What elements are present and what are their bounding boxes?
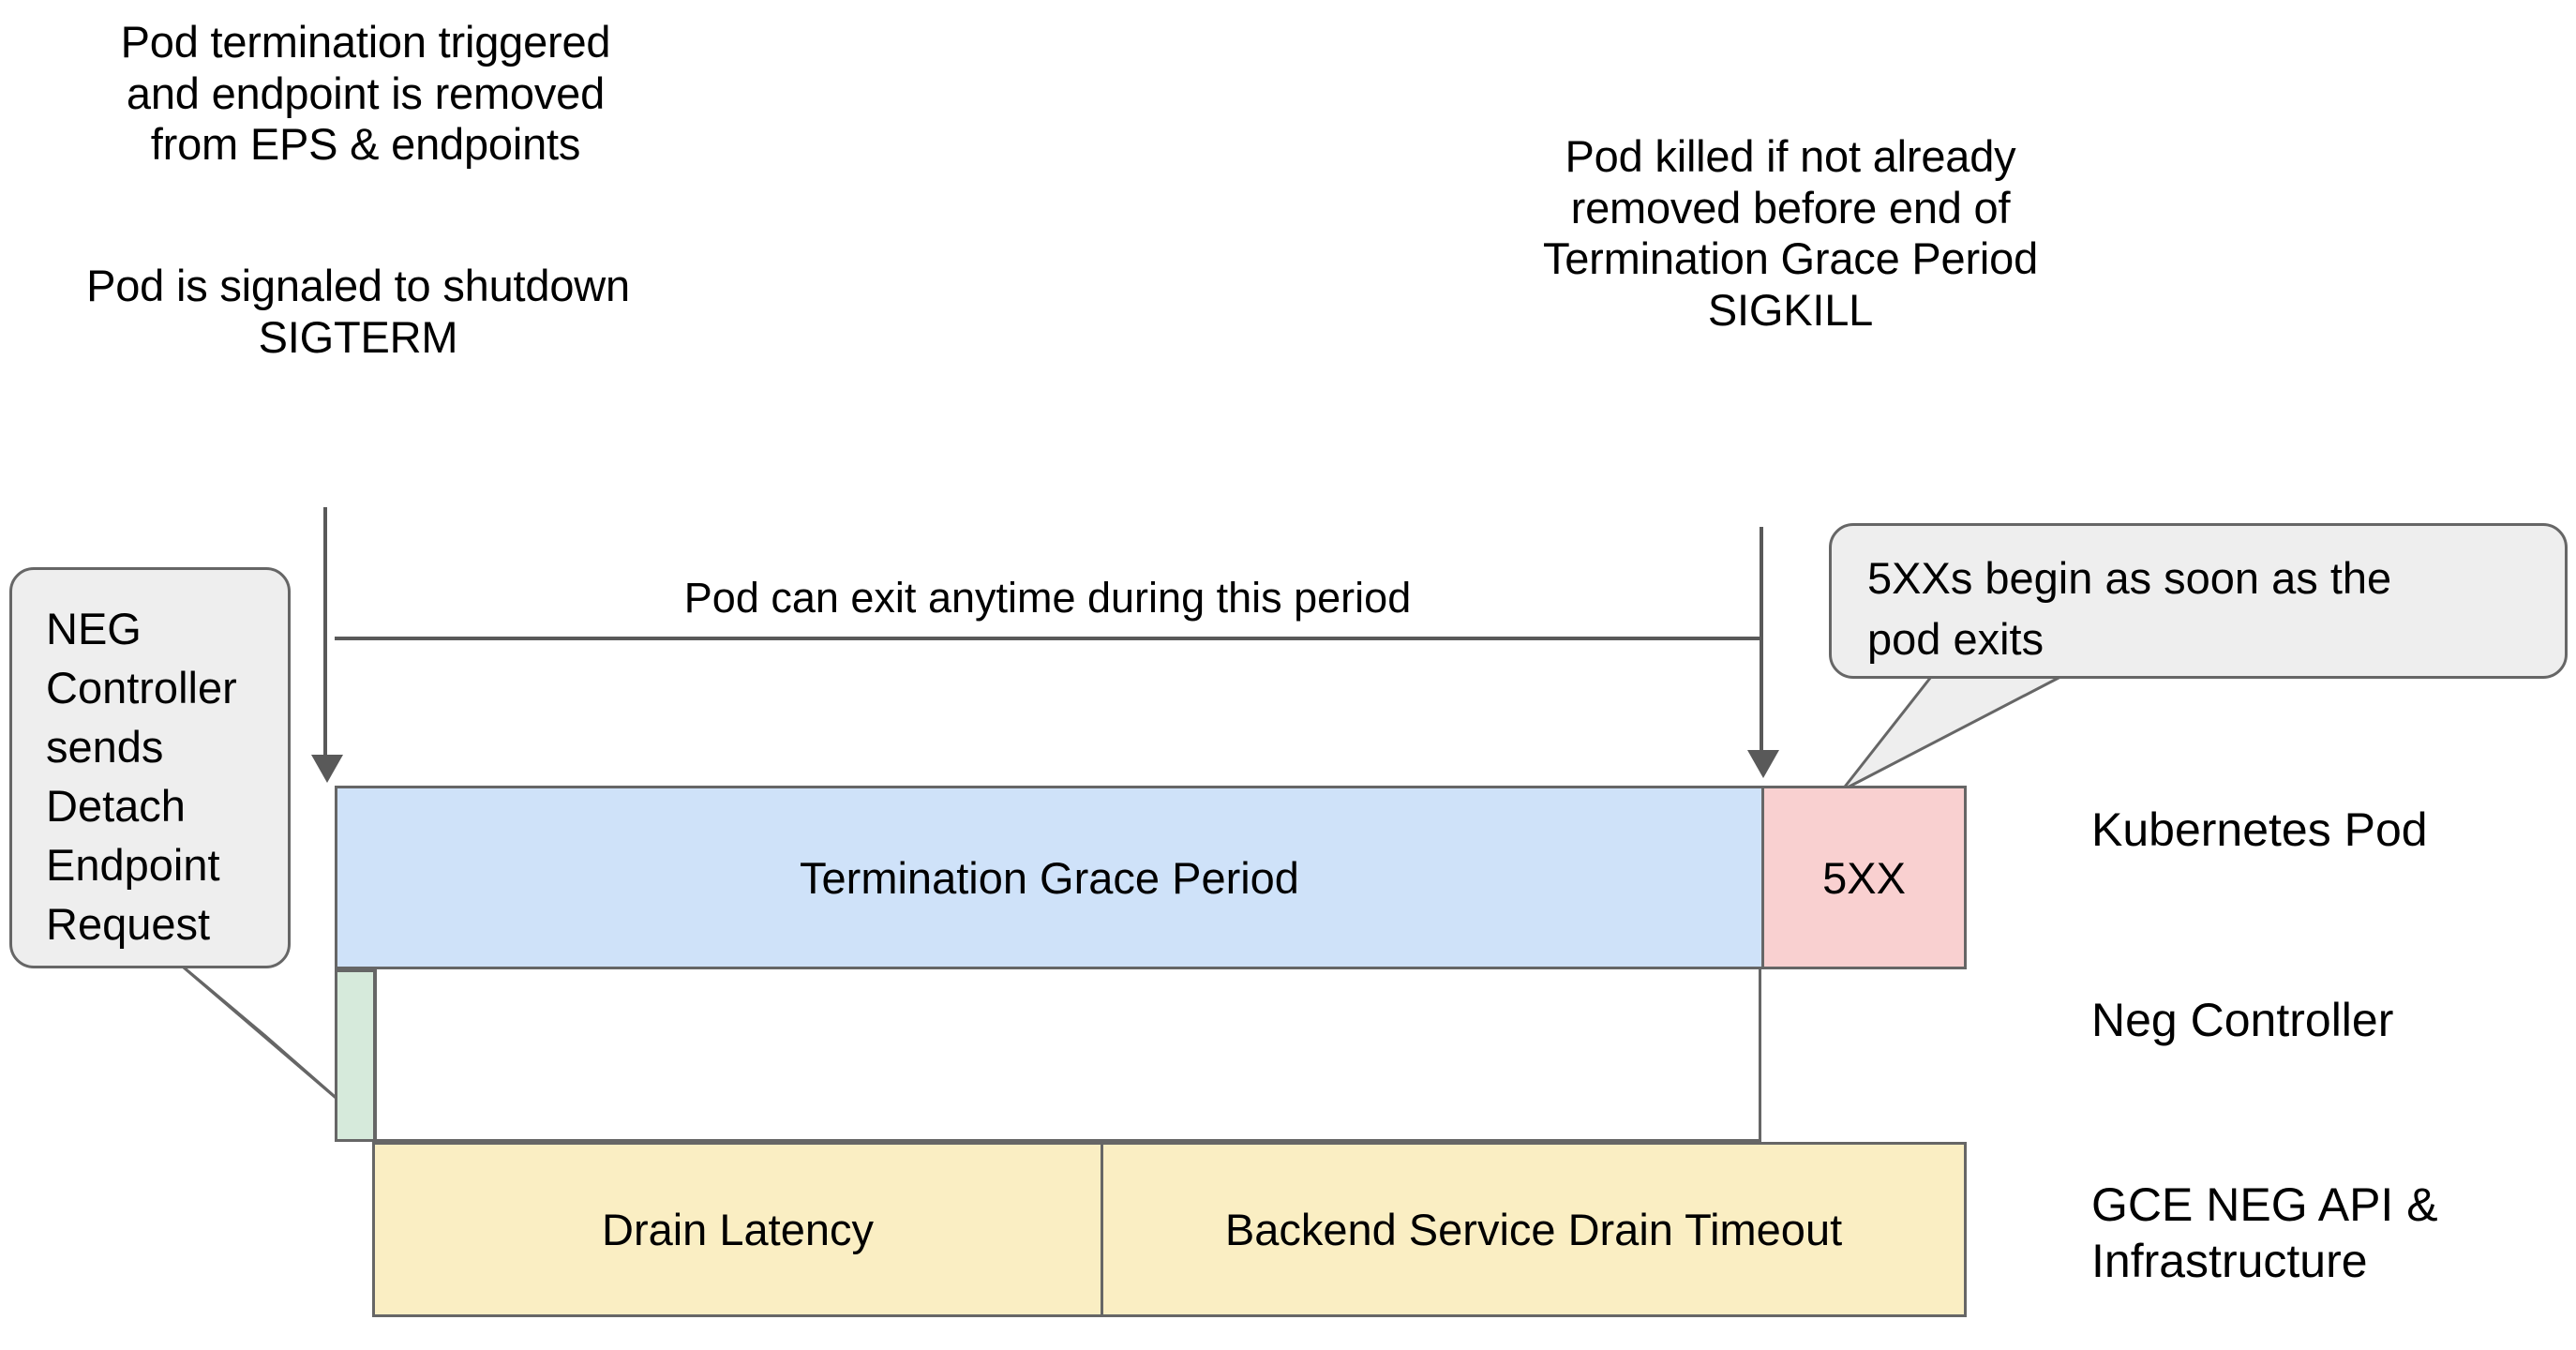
bar-termination-grace-period-label: Termination Grace Period [800, 852, 1299, 903]
pod-exit-span-label: Pod can exit anytime during this period [683, 574, 1412, 622]
lane-label-kubernetes-pod: Kubernetes Pod [2091, 803, 2428, 856]
sigterm-arrow-head-icon [311, 755, 343, 783]
bar-drain-latency[interactable]: Drain Latency [372, 1142, 1101, 1317]
bar-backend-service-drain-timeout[interactable]: Backend Service Drain Timeout [1101, 1142, 1967, 1317]
sigterm-arrow-line [323, 507, 327, 774]
bar-termination-grace-period[interactable]: Termination Grace Period [335, 786, 1761, 969]
lane-label-gce-neg-api: GCE NEG API & Infrastructure [2091, 1178, 2438, 1287]
lane-label-neg-controller: Neg Controller [2091, 994, 2394, 1046]
sigkill-arrow-line [1760, 527, 1763, 766]
callout-5xx-begin: 5XXs begin as soon as the pod exits [1829, 523, 2568, 679]
pod-exit-span-line [335, 637, 1760, 640]
bar-5xx-label: 5XX [1822, 852, 1906, 903]
note-pod-termination-triggered: Pod termination triggered and endpoint i… [120, 17, 611, 170]
bar-5xx[interactable]: 5XX [1761, 786, 1967, 969]
bar-backend-service-drain-timeout-label: Backend Service Drain Timeout [1224, 1205, 1843, 1254]
bar-neg-controller-detach[interactable] [335, 969, 376, 1142]
lane-neg-controller-outline [374, 969, 1761, 1142]
note-pod-signaled-shutdown: Pod is signaled to shutdown SIGTERM [86, 261, 630, 362]
sigkill-arrow-head-icon [1747, 750, 1779, 778]
bar-drain-latency-label: Drain Latency [602, 1205, 874, 1254]
callout-neg-controller: NEG Controller sends Detach Endpoint Req… [9, 567, 291, 968]
note-pod-killed-sigkill: Pod killed if not already removed before… [1542, 131, 2039, 335]
